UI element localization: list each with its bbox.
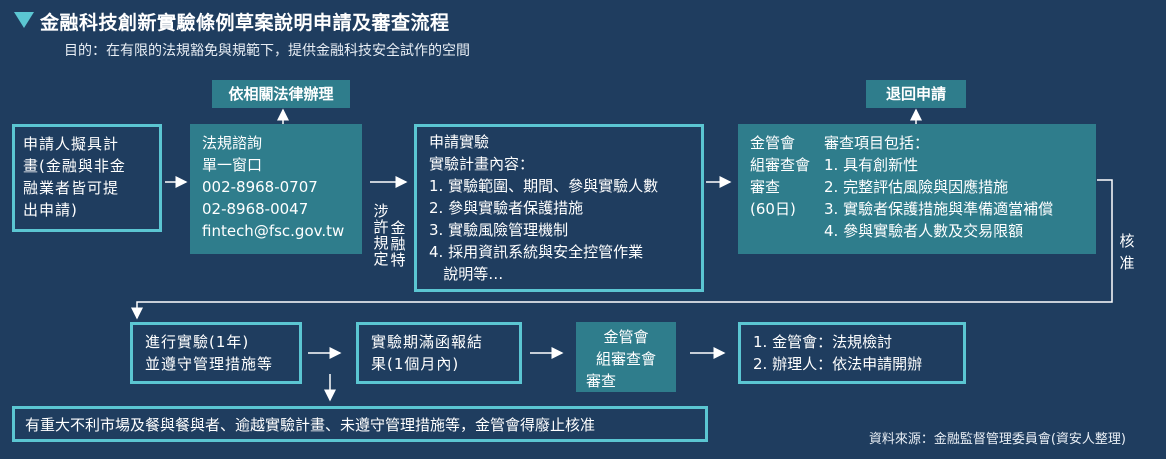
application-line: 實驗計畫內容： [429,155,535,173]
approve-connector [131,179,1113,320]
approve-char: 准 [1119,254,1135,272]
report-box: 實驗期滿函報結 果(1個月內) [356,322,522,384]
approve-char: 核 [1119,232,1135,250]
review-item: 審查項目包括： [824,134,930,152]
applicant-line: 申請人擬具計 [23,135,120,153]
fintech-note-left: 金 融 特 [389,220,407,268]
review-left-line: 組審查會 [750,156,811,174]
note-char: 許 [373,218,389,236]
note-char: 定 [373,250,389,268]
consult-line: 法規諮詢 [202,134,263,152]
applicant-line: 出申請) [23,201,78,219]
review-items: 審查項目包括： 1. 具有創新性 2. 完整評估風險與因應措施 3. 實驗者保護… [824,132,1053,242]
review-item: 2. 完整評估風險與因應措施 [824,178,1009,196]
review-item: 1. 具有創新性 [824,156,919,174]
application-line: 1. 實驗範圍、期間、參與實驗人數 [429,177,659,195]
consult-box: 法規諮詢 單一窗口 002-8968-0707 02-8968-0047 fin… [190,124,362,254]
application-line: 4. 採用資訊系統與安全控管作業 [429,243,644,261]
approve-label: 核 准 [1118,230,1136,274]
committee-box: 金管會 組審查會 審查 [576,322,676,392]
note-char: 融 [390,235,406,253]
consult-line: 單一窗口 [202,156,263,174]
revoke-text: 有重大不利市場及餐與餐與者、逾越實驗計畫、未遵守管理措施等，金管會得廢止核准 [25,416,596,434]
note-char: 特 [390,251,406,269]
review-left-line: 審查 [750,178,781,196]
committee-line: 審查 [586,372,617,390]
review-left-line: (60日) [750,200,796,218]
triangle-bullet-icon [14,12,34,28]
legal-route-label: 依相關法律辦理 [212,80,350,108]
page-title: 金融科技創新實驗條例草案說明申請及審查流程 [40,12,450,34]
application-line: 2. 參與實驗者保護措施 [429,199,584,217]
committee-line: 組審查會 [595,350,656,368]
note-char: 規 [373,234,389,252]
application-line: 說明等… [429,265,504,283]
applicant-line: 畫(金融與非金 [23,157,126,175]
page-subtitle: 目的：在有限的法規豁免與規範下，提供金融科技安全試作的空間 [64,43,470,59]
note-char: 涉 [373,202,389,220]
return-request-label: 退回申請 [866,80,966,108]
conduct-line: 並遵守管理措施等 [145,355,274,373]
conduct-line: 進行實驗(1年) [145,333,250,351]
note-char: 金 [390,219,406,237]
source-note: 資料來源：金融監督管理委員會(資安人整理) [868,432,1126,447]
review-left: 金管會 組審查會 審查 (60日) [750,132,810,220]
revoke-box: 有重大不利市場及餐與餐與者、逾越實驗計畫、未遵守管理措施等，金管會得廢止核准 [12,406,708,442]
review-left-line: 金管會 [750,134,796,152]
application-line: 申請實驗 [429,133,490,151]
review-item: 4. 參與實驗者人數及交易限額 [824,222,1024,240]
conduct-box: 進行實驗(1年) 並遵守管理措施等 [130,322,302,384]
consult-line: 002-8968-0707 [202,178,318,196]
applicant-line: 融業者皆可提 [23,179,120,197]
outcome-line: 2. 辦理人：依法申請開辦 [753,355,923,373]
review-box: 金管會 組審查會 審查 (60日) 審查項目包括： 1. 具有創新性 2. 完整… [738,124,1096,254]
outcome-box: 1. 金管會：法規檢討 2. 辦理人：依法申請開辦 [738,322,966,384]
outcome-line: 1. 金管會：法規檢討 [753,333,893,351]
applicant-box: 申請人擬具計 畫(金融與非金 融業者皆可提 出申請) [12,124,162,232]
review-item: 3. 實驗者保護措施與準備適當補償 [824,200,1054,218]
application-box: 申請實驗 實驗計畫內容： 1. 實驗範圍、期間、參與實驗人數 2. 參與實驗者保… [414,124,704,292]
application-line: 3. 實驗風險管理機制 [429,221,569,239]
fintech-note-right: 涉 許 規 定 [372,203,390,267]
consult-line: 02-8968-0047 [202,200,309,218]
report-line: 實驗期滿函報結 [371,333,484,351]
report-line: 果(1個月內) [371,355,460,373]
committee-line: 金管會 [603,328,649,346]
consult-line: fintech@fsc.gov.tw [202,222,345,240]
